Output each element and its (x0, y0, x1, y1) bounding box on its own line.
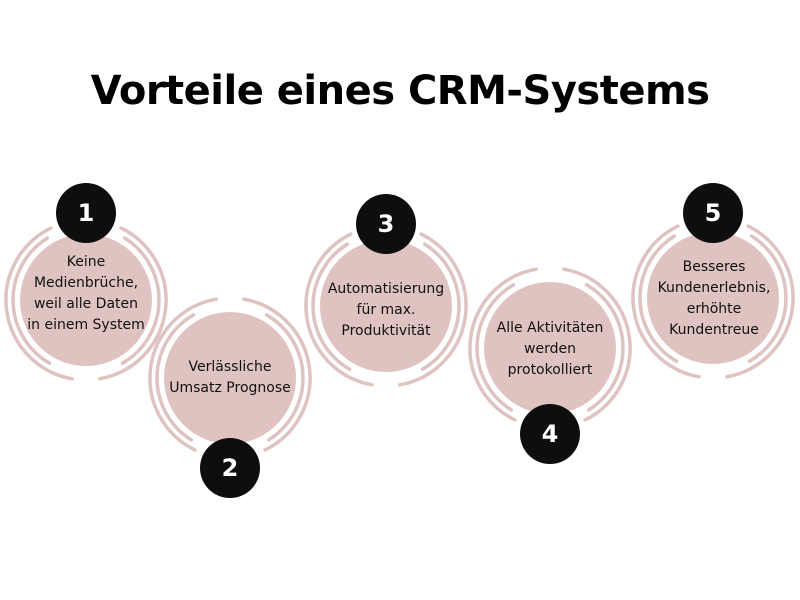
step-5-line-1: Besseres (682, 259, 746, 275)
page-title: Vorteile eines CRM-Systems (90, 68, 710, 114)
step-4-number-badge: 4 (520, 404, 580, 464)
step-3-graphic (304, 232, 468, 387)
step-3-outer-ring-upper (398, 232, 468, 387)
step-5-graphic (631, 224, 795, 379)
step-5-line-4: Kundentreue (669, 322, 759, 338)
step-5-number-badge: 5 (683, 183, 743, 243)
step-4-disc (484, 282, 616, 414)
step-3-inner-ring-upper (420, 242, 461, 371)
step-3-inner-ring-lower (311, 242, 352, 371)
step-2-line-2: Umsatz Prognose (169, 380, 291, 396)
step-1-outer-ring-lower (4, 226, 74, 381)
step-1-outer-ring-upper (98, 226, 168, 381)
step-3-label: Automatisierung für max. Produktivität (320, 279, 452, 342)
step-1-disc (20, 234, 152, 366)
step-1-number-badge: 1 (56, 183, 116, 243)
step-1-line-1: Keine (66, 254, 106, 270)
step-4-label: Alle Aktivitäten werden protokolliert (484, 318, 616, 381)
step-3-line-2: für max. (356, 302, 416, 318)
step-4-inner-ring-lower (584, 283, 625, 412)
step-3-disc (320, 240, 452, 372)
step-5-disc (647, 232, 779, 364)
step-2-line-1: Verlässliche (188, 359, 272, 375)
step-5-outer-ring-lower (631, 224, 701, 379)
step-5-line-3: erhöhte (686, 301, 742, 317)
step-4-outer-ring-upper (468, 267, 538, 422)
step-3-line-3: Produktivität (341, 323, 431, 339)
step-1-line-3: weil alle Daten (33, 296, 139, 312)
step-1-line-4: in einem System (27, 317, 145, 333)
step-5-inner-ring-lower (638, 234, 679, 363)
step-3-line-1: Automatisierung (327, 281, 445, 297)
step-5-label: Besseres Kundenerlebnis, erhöhte Kundent… (648, 257, 780, 341)
step-5-line-2: Kundenerlebnis, (657, 280, 771, 296)
step-4-outer-ring-lower (562, 267, 632, 422)
step-1-inner-ring-upper (120, 236, 161, 365)
step-5-inner-ring-upper (747, 234, 788, 363)
step-2-disc (164, 312, 296, 444)
step-2-inner-ring-lower (264, 313, 305, 442)
step-4-inner-ring-upper (475, 283, 516, 412)
step-3-outer-ring-lower (304, 232, 374, 387)
step-4-graphic (468, 267, 632, 422)
step-4-line-3: protokolliert (507, 362, 593, 378)
step-2-outer-ring-upper (148, 297, 218, 452)
step-5-outer-ring-upper (725, 224, 795, 379)
step-2-graphic (148, 297, 312, 452)
step-2-label: Verlässliche Umsatz Prognose (164, 357, 296, 399)
step-4-line-2: werden (524, 341, 576, 357)
step-3-number-badge: 3 (356, 194, 416, 254)
step-1-line-2: Medienbrüche, (33, 275, 139, 291)
step-1-graphic (4, 226, 168, 381)
step-1-label: Keine Medienbrüche, weil alle Daten in e… (20, 252, 152, 336)
step-2-number-badge: 2 (200, 438, 260, 498)
step-2-outer-ring-lower (242, 297, 312, 452)
step-1-inner-ring-lower (11, 236, 52, 365)
step-4-line-1: Alle Aktivitäten (496, 320, 604, 336)
step-2-inner-ring-upper (155, 313, 196, 442)
